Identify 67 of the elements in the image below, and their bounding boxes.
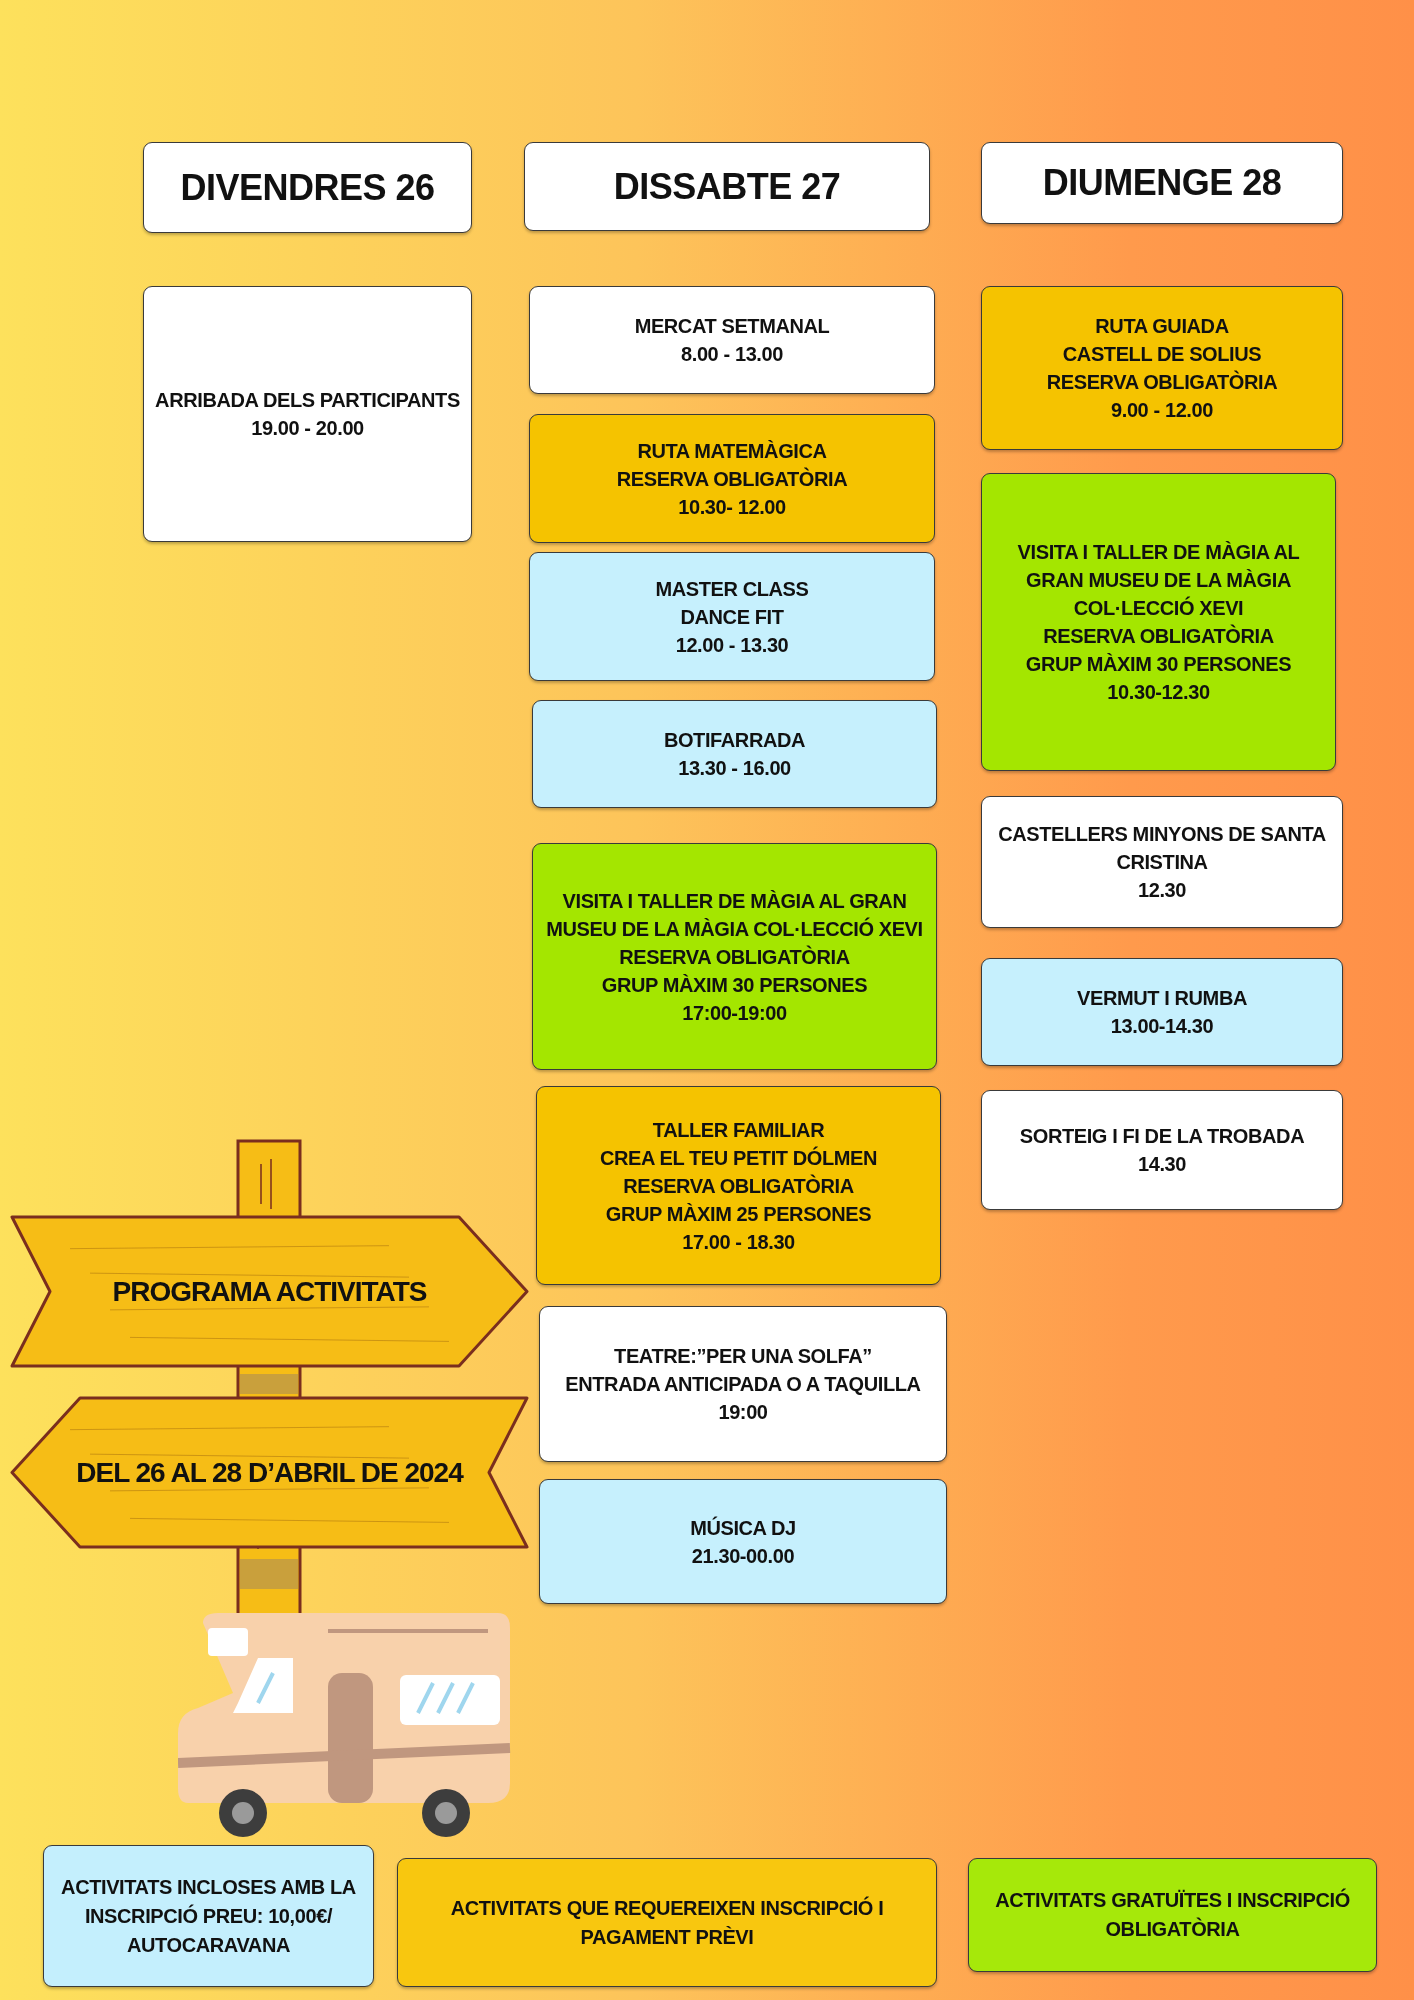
event-title: VERMUT I RUMBA [1077, 986, 1247, 1011]
event-detail: RESERVA OBLIGATÒRIA [1046, 369, 1278, 395]
event-detail: 12.30 [1137, 878, 1187, 903]
day-header [143, 142, 472, 233]
event-detail: GRUP MÀXIM 30 PERSONES [1025, 652, 1292, 677]
event-title: TEATRE:”PER UNA SOLFA” [614, 1344, 872, 1369]
event-title: MASTER CLASS [655, 576, 809, 602]
event-detail: 14.30 [1137, 1152, 1187, 1177]
event-detail: RESERVA OBLIGATÒRIA [1043, 623, 1274, 649]
day-title: DIUMENGE 28 [1042, 163, 1282, 203]
event-title: ARRIBADA DELS PARTICIPANTS [155, 388, 460, 413]
event-card [536, 1086, 941, 1285]
event-detail: 9.00 - 12.00 [1111, 398, 1213, 423]
event-title: VISITA I TALLER DE MÀGIA AL GRAN MUSEU DE LA MÀGIA COL·LECCIÓ XEVI [1016, 540, 1301, 621]
event-title: RUTA MATEMÀGICA [637, 438, 827, 464]
event-detail: 19:00 [718, 1400, 768, 1425]
day-title: DISSABTE 27 [613, 166, 841, 207]
event-detail: 13.00-14.30 [1110, 1014, 1214, 1039]
event-detail: RESERVA OBLIGATÒRIA [623, 1173, 854, 1199]
day-header [524, 142, 930, 231]
event-detail: RESERVA OBLIGATÒRIA [619, 944, 850, 970]
event-card [539, 1306, 947, 1462]
day-header [981, 142, 1343, 224]
event-detail: 19.00 - 20.00 [251, 416, 364, 441]
event-detail: 12.00 - 13.30 [675, 632, 789, 658]
event-detail: ENTRADA ANTICIPADA O A TAQUILLA [565, 1372, 921, 1397]
event-detail: 17.00 - 18.30 [682, 1229, 795, 1255]
event-title: MERCAT SETMANAL [634, 314, 830, 339]
arrow-sign [10, 1215, 529, 1368]
event-detail: CASTELL DE SOLIUS [1062, 342, 1262, 367]
legend-text: ACTIVITATS GRATUÏTES I INSCRIPCIÓ OBLIGATÒRIA [994, 1887, 1351, 1942]
event-title: BOTIFARRADA [663, 728, 806, 753]
event-detail: DANCE FIT [680, 604, 784, 630]
event-card [532, 700, 937, 808]
event-card [529, 414, 935, 543]
event-detail: 13.30 - 16.00 [678, 756, 791, 781]
event-title: SORTEIG I FI DE LA TROBADA [1019, 1124, 1305, 1149]
event-detail: 10.30- 12.00 [678, 494, 786, 520]
event-detail: 8.00 - 13.00 [681, 342, 783, 367]
event-detail: GRUP MÀXIM 30 PERSONES [601, 972, 868, 998]
event-title: MÚSICA DJ [690, 1515, 796, 1541]
event-card [981, 958, 1343, 1066]
event-card [529, 286, 935, 394]
event-detail: GRUP MÀXIM 25 PERSONES [605, 1201, 872, 1227]
event-detail: RESERVA OBLIGATÒRIA [616, 466, 848, 492]
event-card [529, 552, 935, 681]
day-title: DIVENDRES 26 [180, 167, 435, 208]
event-title: RUTA GUIADA [1095, 314, 1229, 339]
event-card [981, 1090, 1343, 1210]
arrow-sign [10, 1396, 529, 1549]
event-card [143, 286, 472, 542]
sign-text: PROGRAMA ACTIVITATS [112, 1275, 427, 1308]
legend-text: ACTIVITATS QUE REQUEREIXEN INSCRIPCIÓ I PAGAMENT PRÈVI [449, 1895, 885, 1950]
event-card [981, 796, 1343, 928]
event-card [981, 286, 1343, 450]
legend-text: ACTIVITATS INCLOSES AMB LA INSCRIPCIÓ PREU: 10,00€/ AUTOCARAVANA [60, 1874, 357, 1958]
event-detail: 21.30-00.00 [691, 1543, 795, 1569]
sign-text: DEL 26 AL 28 D’ABRIL DE 2024 [76, 1456, 463, 1489]
event-card [532, 843, 937, 1070]
event-detail: CREA EL TEU PETIT DÓLMEN [599, 1145, 878, 1171]
event-detail: 17:00-19:00 [682, 1000, 787, 1026]
event-title: VISITA I TALLER DE MÀGIA AL GRAN MUSEU DE LA MÀGIA COL·LECCIÓ XEVI [545, 888, 924, 942]
event-title: CASTELLERS MINYONS DE SANTA CRISTINA [997, 822, 1327, 875]
event-card [539, 1479, 947, 1604]
event-detail: 10.30-12.30 [1107, 680, 1210, 705]
event-title: TALLER FAMILIAR [652, 1117, 825, 1143]
event-card [981, 473, 1336, 771]
